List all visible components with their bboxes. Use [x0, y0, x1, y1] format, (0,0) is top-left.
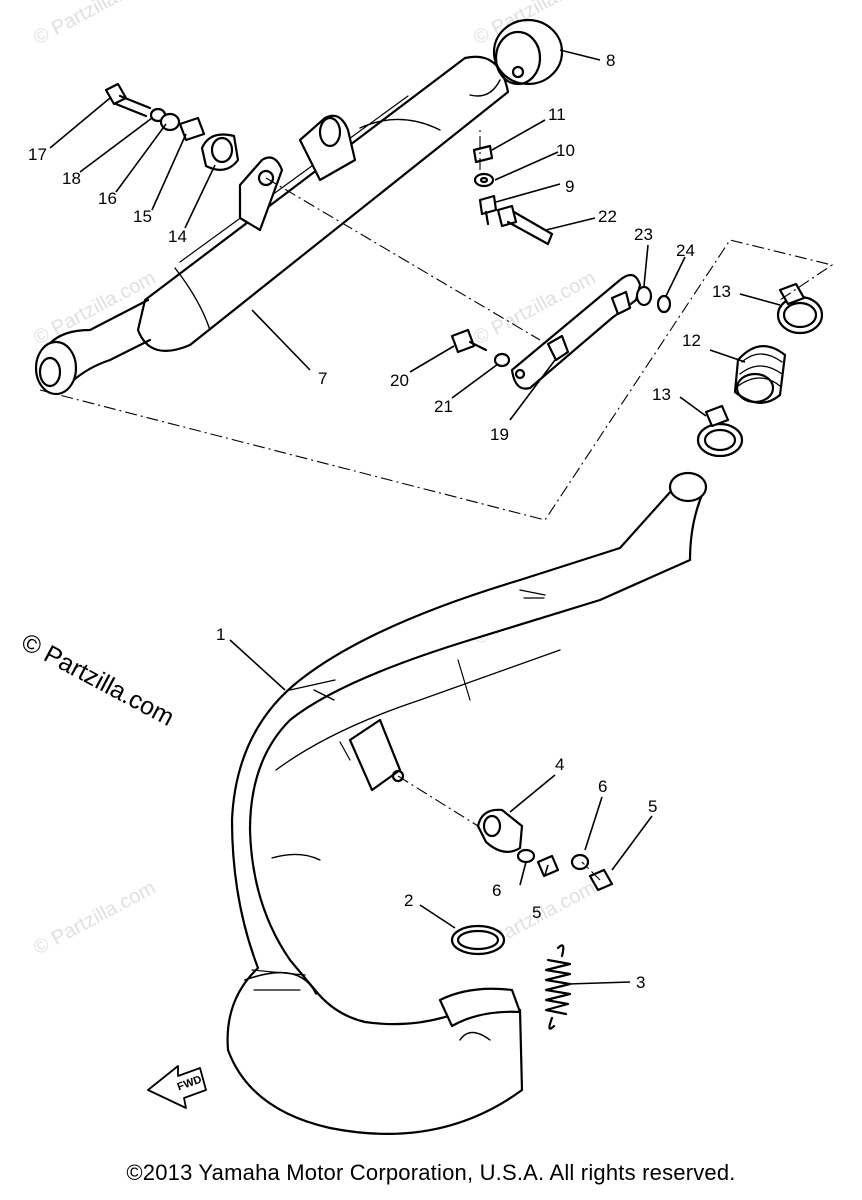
callout-3: 3 — [636, 973, 645, 992]
callout-9: 9 — [565, 177, 574, 196]
leader-lines — [49, 49, 781, 985]
callout-24: 24 — [676, 241, 695, 260]
clamp-part — [696, 404, 744, 458]
callout-11: 11 — [548, 105, 566, 124]
forward-arrow-icon — [147, 1065, 207, 1109]
callout-22: 22 — [598, 207, 617, 226]
hardware-nut-washer-bolt — [472, 144, 498, 226]
callout-5: 5 — [648, 797, 657, 816]
washer-part — [656, 294, 672, 314]
callout-19: 19 — [490, 425, 509, 444]
callout-14: 14 — [168, 227, 187, 246]
callout-12: 12 — [682, 331, 701, 350]
callout-17: 17 — [28, 145, 47, 164]
callout-21: 21 — [434, 397, 453, 416]
bracket-part — [510, 273, 642, 390]
damper-part — [476, 808, 524, 853]
callout-6: 6 — [492, 881, 501, 900]
washer-part — [635, 285, 653, 307]
callout-16: 16 — [98, 189, 117, 208]
callout-18: 18 — [62, 169, 81, 188]
joint-sleeve-part — [733, 345, 787, 404]
hardware-nut-bolt — [516, 848, 614, 892]
copyright-footer: ©2013 Yamaha Motor Corporation, U.S.A. A… — [126, 1160, 736, 1185]
callout-13: 13 — [712, 282, 731, 301]
callout-2: 2 — [404, 891, 413, 910]
callout-15: 15 — [133, 207, 152, 226]
part-callouts: 1 2 3 4 5 5 6 6 7 8 9 10 11 12 13 13 14 … — [28, 51, 731, 1093]
callout-23: 23 — [634, 225, 653, 244]
spring-part — [544, 944, 572, 1030]
muffler-part — [34, 55, 510, 396]
callout-7: 7 — [318, 369, 327, 388]
callout-8: 8 — [606, 51, 615, 70]
callout-20: 20 — [390, 371, 409, 390]
callout-10: 10 — [556, 141, 575, 160]
end-cap-part — [492, 18, 564, 86]
alignment-guides — [39, 130, 834, 881]
mounting-hardware-set — [104, 82, 240, 171]
callout-4: 4 — [555, 755, 564, 774]
callout-6: 6 — [598, 777, 607, 796]
expansion-chamber-part — [226, 471, 708, 1136]
bolt-part — [496, 204, 554, 246]
callout-13: 13 — [652, 385, 671, 404]
callout-5: 5 — [532, 903, 541, 922]
callout-1: 1 — [216, 625, 225, 644]
clamp-part — [776, 282, 824, 335]
bolt-part — [450, 328, 511, 368]
